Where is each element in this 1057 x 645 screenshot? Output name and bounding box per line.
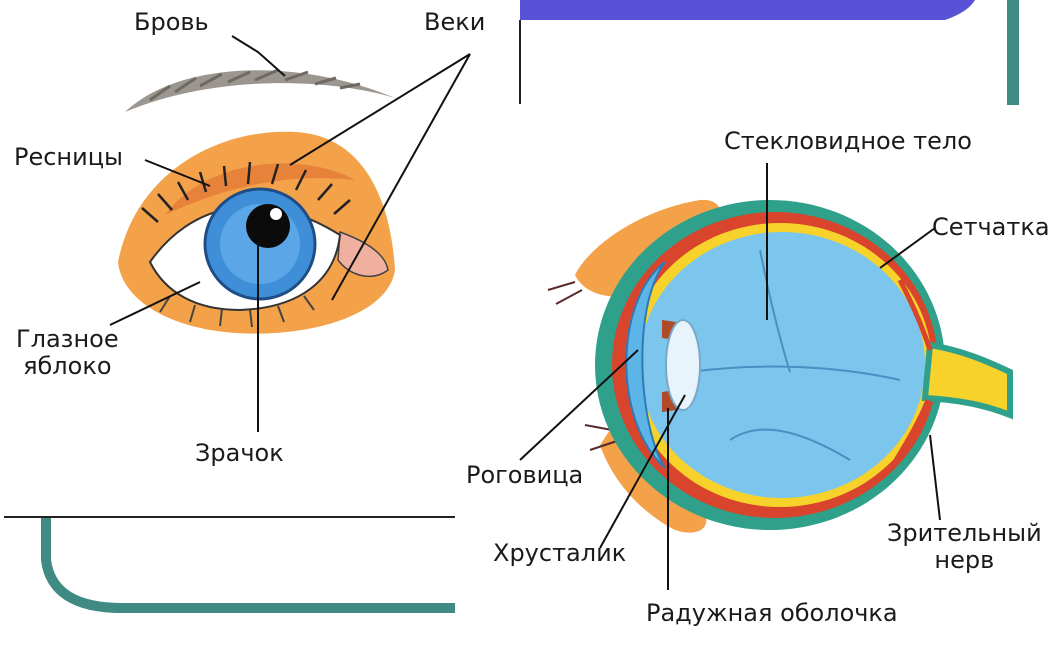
label-cornea: Роговица bbox=[466, 462, 583, 489]
label-iris: Радужная оболочка bbox=[646, 600, 898, 627]
label-brow: Бровь bbox=[134, 9, 209, 36]
eye-highlight bbox=[270, 208, 282, 220]
pupil bbox=[246, 204, 290, 248]
frame-bar-right bbox=[1007, 0, 1019, 105]
brow-leader bbox=[232, 36, 285, 76]
label-vitreous: Стекловидное тело bbox=[724, 128, 972, 155]
label-eyeball-line1: Глазное bbox=[16, 326, 119, 353]
label-optic-nerve-line1: Зрительный bbox=[887, 520, 1042, 547]
label-eyelids: Веки bbox=[424, 9, 485, 36]
lens bbox=[666, 320, 700, 410]
label-optic-nerve-line2: нерв bbox=[887, 547, 1042, 574]
label-lens: Хрусталик bbox=[493, 540, 626, 567]
eyelids-leader-1 bbox=[290, 54, 470, 165]
label-optic-nerve: Зрительный нерв bbox=[887, 520, 1042, 574]
frame-curve bbox=[46, 518, 455, 608]
label-pupil: Зрачок bbox=[195, 440, 284, 467]
label-eyeball: Глазное яблоко bbox=[16, 326, 119, 380]
optic-nerve-leader bbox=[930, 435, 940, 520]
external-eye-figure bbox=[110, 36, 470, 432]
label-retina: Сетчатка bbox=[932, 214, 1050, 241]
label-eyeball-line2: яблоко bbox=[16, 353, 119, 380]
label-lashes: Ресницы bbox=[14, 144, 123, 171]
slide-banner bbox=[520, 0, 975, 20]
